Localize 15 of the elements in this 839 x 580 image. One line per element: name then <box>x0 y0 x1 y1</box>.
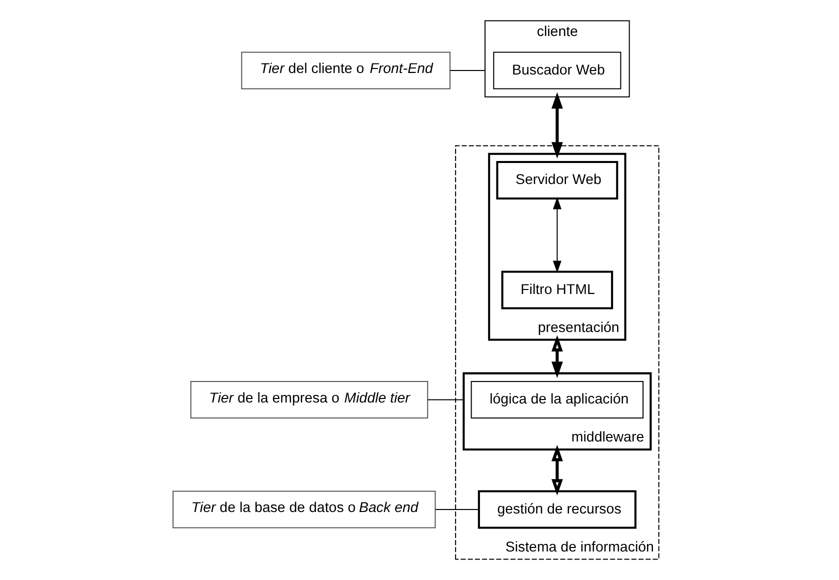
arrow <box>550 335 562 378</box>
arrow <box>552 197 561 273</box>
arrow <box>550 444 562 496</box>
arrow <box>550 92 562 158</box>
connector <box>450 70 485 71</box>
node-box: Tier de la empresa o Middle tier <box>190 380 428 419</box>
node-box: Tier del cliente o Front-End <box>240 52 450 90</box>
node-box: lógica de la aplicación <box>470 380 644 419</box>
node-box: Buscador Web <box>492 52 621 90</box>
connector <box>427 399 464 400</box>
connector <box>435 509 478 510</box>
node-box: Tier de la base de datos o Back end <box>172 490 436 528</box>
node-box: Filtro HTML <box>500 270 613 310</box>
node-box: Servidor Web <box>496 160 618 200</box>
node-box: gestión de recursos <box>477 490 636 529</box>
